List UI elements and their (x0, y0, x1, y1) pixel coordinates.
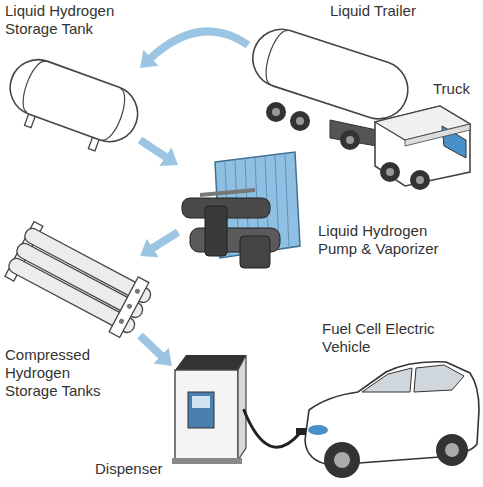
component-label: Liquid Hydrogen Storage Tank (5, 2, 140, 38)
component-label: Compressed Hydrogen Storage Tanks (5, 346, 120, 400)
dispenser-figure (172, 355, 246, 464)
flow-arrow (140, 232, 178, 257)
pump-vaporizer: Liquid Hydrogen Pump & Vaporizer (178, 155, 315, 270)
compressed-tanks: Compressed Hydrogen Storage Tanks (5, 228, 140, 340)
arrow-head (140, 239, 159, 258)
pump-vaporizer-figure (182, 152, 300, 268)
arrow-shaft (151, 232, 178, 249)
storage-tank-figure (0, 52, 145, 161)
component-label: Liquid Trailer (330, 2, 470, 20)
flow-arrow (140, 140, 178, 166)
component-label: Fuel Cell Electric Vehicle (322, 320, 462, 356)
component-label: Truck (433, 80, 479, 98)
flow-arrow (140, 31, 248, 68)
arrow-head (140, 50, 158, 68)
component-label: Liquid Hydrogen Pump & Vaporizer (318, 222, 463, 258)
storage-tank: Liquid Hydrogen Storage Tank (5, 48, 140, 148)
arrow-head (159, 148, 178, 166)
hose-path (244, 410, 300, 447)
truck-trailer: Liquid TrailerTruck (248, 25, 476, 187)
vehicle-figure (296, 362, 479, 478)
arrow-shaft (150, 31, 248, 59)
flow-arrow (140, 336, 172, 366)
component-label: Dispenser (95, 460, 175, 478)
arrow-shaft (140, 140, 167, 158)
arrow-shaft (140, 336, 163, 357)
compressed-tanks-figure (3, 221, 156, 341)
arrow-head (154, 348, 172, 366)
fuel-cell-vehicle: Fuel Cell Electric Vehicle (300, 358, 478, 483)
dispenser: Dispenser (172, 352, 244, 462)
hose-line (244, 410, 300, 447)
